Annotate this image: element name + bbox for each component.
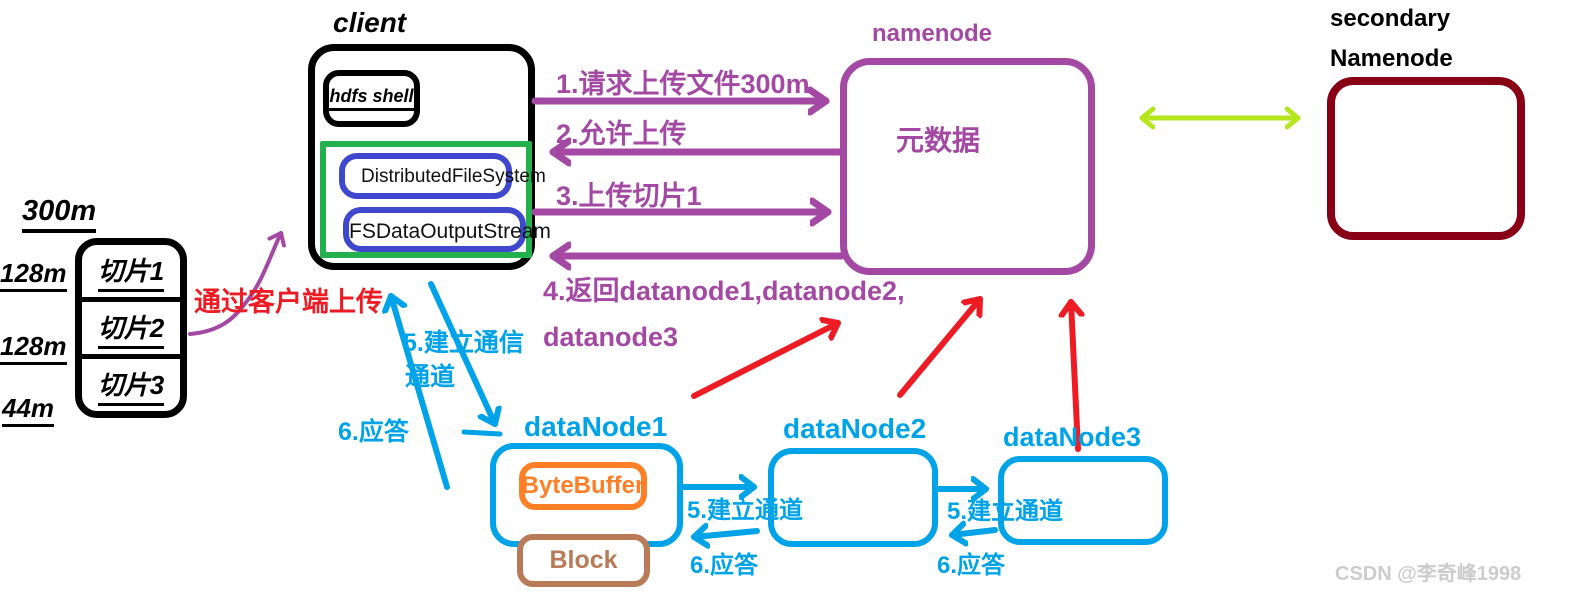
datanode1-title: dataNode1: [524, 411, 668, 442]
namenode-box: [840, 58, 1095, 275]
step6-dn1-dn2-label: 6.应答: [690, 552, 759, 579]
metadata-label: 元数据: [896, 125, 981, 156]
secondary-namenode-box: [1327, 77, 1525, 240]
block-label: Block: [549, 546, 618, 574]
step4-label-line1: 4.返回datanode1,datanode2,: [543, 276, 905, 306]
fsdataoutputstream-box: [343, 207, 526, 252]
block-box: Block: [517, 534, 650, 587]
slice3-size-label: 44m: [2, 394, 55, 427]
bytebuffer-box: ByteBuffer: [519, 462, 647, 510]
upload-via-client-note: 通过客户端上传: [194, 287, 383, 317]
secondary-namenode-title-line2: Namenode: [1330, 45, 1453, 72]
step5-client-label-line2: 通道: [405, 363, 456, 391]
file-blocks-box: 切片1 切片2 切片3: [75, 238, 187, 418]
slice3-label: 切片3: [97, 365, 165, 406]
arrow-step6-dn3-to-dn2: [949, 530, 998, 535]
hdfs-shell-box: hdfs shell: [323, 70, 420, 127]
slice1-size-label: 128m: [0, 259, 67, 292]
namenode-title: namenode: [872, 20, 993, 47]
slice1-label: 切片1: [97, 251, 165, 292]
step1-label: 1.请求上传文件300m: [556, 69, 810, 99]
datanode2-box: [768, 448, 938, 547]
file-total-size-label: 300m: [22, 195, 97, 233]
slice2-label: 切片2: [97, 308, 165, 349]
step6-client-label: 6.应答: [338, 418, 409, 446]
client-streamer-group-box: [320, 141, 532, 258]
datanode2-title: dataNode2: [783, 413, 927, 444]
secondary-namenode-title-line1: secondary: [1330, 5, 1451, 32]
arrow-upload-via-client: [188, 231, 286, 336]
bytebuffer-label: ByteBuffer: [521, 472, 645, 499]
step5-dn2-dn3-label: 5.建立通道: [947, 498, 1064, 525]
arrow-dn1-report-namenode: [691, 323, 841, 399]
datanode3-title: dataNode3: [1003, 422, 1142, 452]
arrow-step6-dn1-to-client: [391, 293, 450, 490]
datanode3-box: [998, 456, 1168, 545]
slice-row: 切片3: [82, 354, 180, 411]
slice-row: 切片2: [82, 297, 180, 354]
distributed-filesystem-label: DistributedFileSystem: [361, 166, 546, 187]
step5-dn1-dn2-label: 5.建立通道: [687, 497, 804, 524]
step6-dn2-dn3-label: 6.应答: [937, 552, 1006, 579]
step5-client-label-line1: 5.建立通信: [403, 329, 524, 357]
fsdataoutputstream-label: FSDataOutputStream: [349, 220, 551, 243]
arrow-dn2-report-namenode: [897, 296, 983, 398]
step3-label: 3.上传切片1: [556, 181, 702, 211]
distributed-filesystem-box: [339, 153, 512, 199]
arrow-step6-dn2-to-dn1: [691, 531, 760, 537]
slice2-size-label: 128m: [0, 332, 67, 365]
arrow-step5-tick: [461, 429, 503, 437]
step4-label-line2: datanode3: [543, 322, 679, 352]
hdfs-shell-label: hdfs shell: [329, 86, 414, 111]
file-total-size-text: 300m: [22, 195, 97, 233]
watermark: CSDN @李奇峰1998: [1335, 563, 1522, 585]
step2-label: 2.允许上传: [556, 119, 687, 149]
client-title: client: [333, 7, 407, 38]
slice-row: 切片1: [82, 245, 180, 297]
